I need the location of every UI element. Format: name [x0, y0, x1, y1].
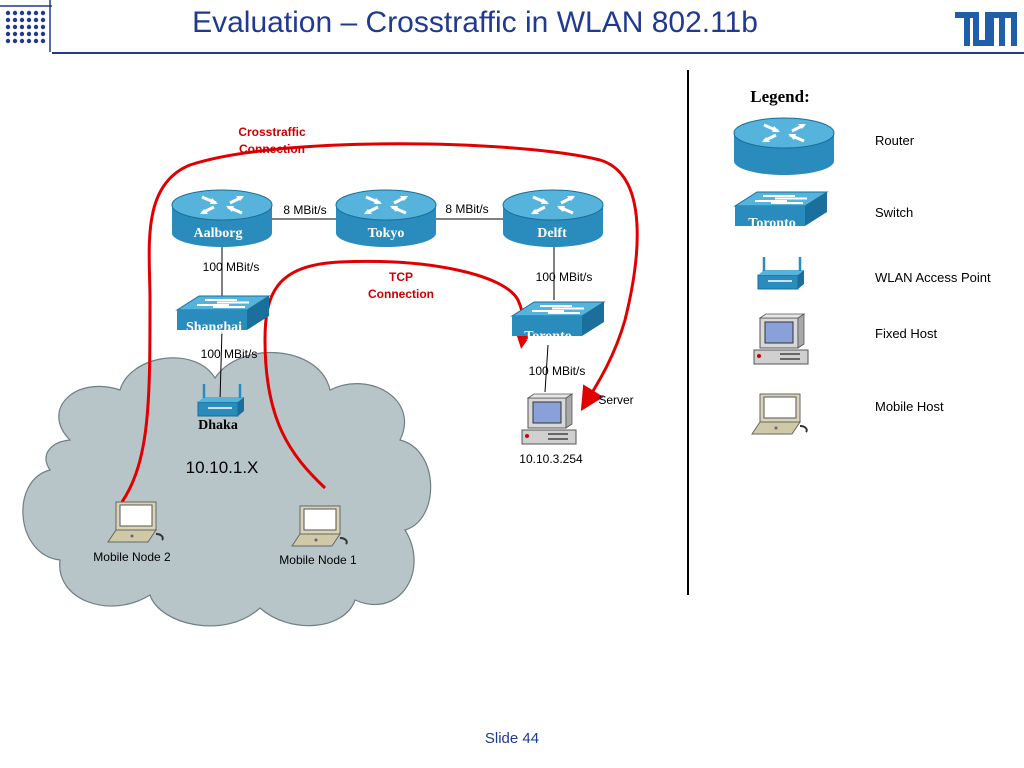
switch-shanghai: Shanghai [176, 295, 270, 335]
mobile-node-1: Mobile Node 1 [279, 505, 357, 567]
link-toronto-server-label: 100 MBit/s [529, 364, 586, 378]
link-delft-toronto-label: 100 MBit/s [536, 270, 593, 284]
router-delft: Delft [501, 188, 605, 249]
link-aalborg-tokyo-label: 8 MBit/s [283, 203, 326, 217]
legend-access-point-label: WLAN Access Point [875, 270, 991, 285]
switch-shanghai-label: Shanghai [186, 320, 242, 335]
title-divider [52, 52, 1024, 54]
legend-mobile-host-icon [751, 393, 808, 435]
legend-fixed-host-icon [753, 313, 809, 365]
router-aalborg-label: Aalborg [194, 226, 243, 241]
legend: Legend: Router Toronto Switch WLAN Acces… [732, 87, 991, 435]
crosstraffic-label-line2: Connection [239, 142, 305, 156]
router-tokyo-label: Tokyo [368, 226, 405, 241]
legend-switch-sample-label: Toronto [748, 216, 795, 231]
switch-toronto: Toronto [511, 301, 605, 344]
slide-number: Slide 44 [484, 730, 540, 747]
router-tokyo: Tokyo [334, 188, 438, 249]
legend-fixed-host-label: Fixed Host [875, 326, 938, 341]
switch-toronto-label: Toronto [524, 329, 571, 344]
link-shanghai-dhaka-label: 100 MBit/s [201, 347, 258, 361]
tcp-label-line2: Connection [368, 287, 434, 301]
legend-mobile-host-label: Mobile Host [875, 399, 944, 414]
subnet-label: 10.10.1.X [186, 458, 259, 477]
tcp-label-line1: TCP [389, 270, 413, 284]
mobile-node-1-label: Mobile Node 1 [279, 553, 357, 567]
server-host: Server 10.10.3.254 [519, 393, 633, 466]
access-point-dhaka: Dhaka [196, 382, 246, 433]
university-logo-left [0, 0, 52, 52]
legend-switch-label: Switch [875, 205, 913, 220]
network-links [219, 218, 555, 401]
legend-title: Legend: [750, 87, 810, 106]
link-tokyo-delft-label: 8 MBit/s [445, 202, 488, 216]
legend-switch-icon: Toronto [734, 191, 828, 231]
server-label: Server [598, 393, 633, 407]
tum-logo [955, 12, 1017, 46]
router-delft-label: Delft [537, 226, 567, 241]
tcp-connection-arrow [263, 259, 537, 490]
wlan-cloud [22, 352, 432, 627]
slide-title: Evaluation – Crosstraffic in WLAN 802.11… [192, 6, 758, 39]
access-point-dhaka-label: Dhaka [198, 418, 238, 433]
legend-router-label: Router [875, 133, 915, 148]
mobile-node-2: Mobile Node 2 [93, 501, 171, 564]
legend-access-point-icon [756, 255, 806, 291]
legend-router-icon [732, 116, 836, 177]
crosstraffic-label-line1: Crosstraffic [238, 125, 306, 139]
crosstraffic-connection-arrow [120, 142, 639, 503]
mobile-node-2-label: Mobile Node 2 [93, 550, 171, 564]
server-ip-label: 10.10.3.254 [519, 452, 583, 466]
router-aalborg: Aalborg [170, 188, 274, 249]
link-aalborg-shanghai-label: 100 MBit/s [203, 260, 260, 274]
